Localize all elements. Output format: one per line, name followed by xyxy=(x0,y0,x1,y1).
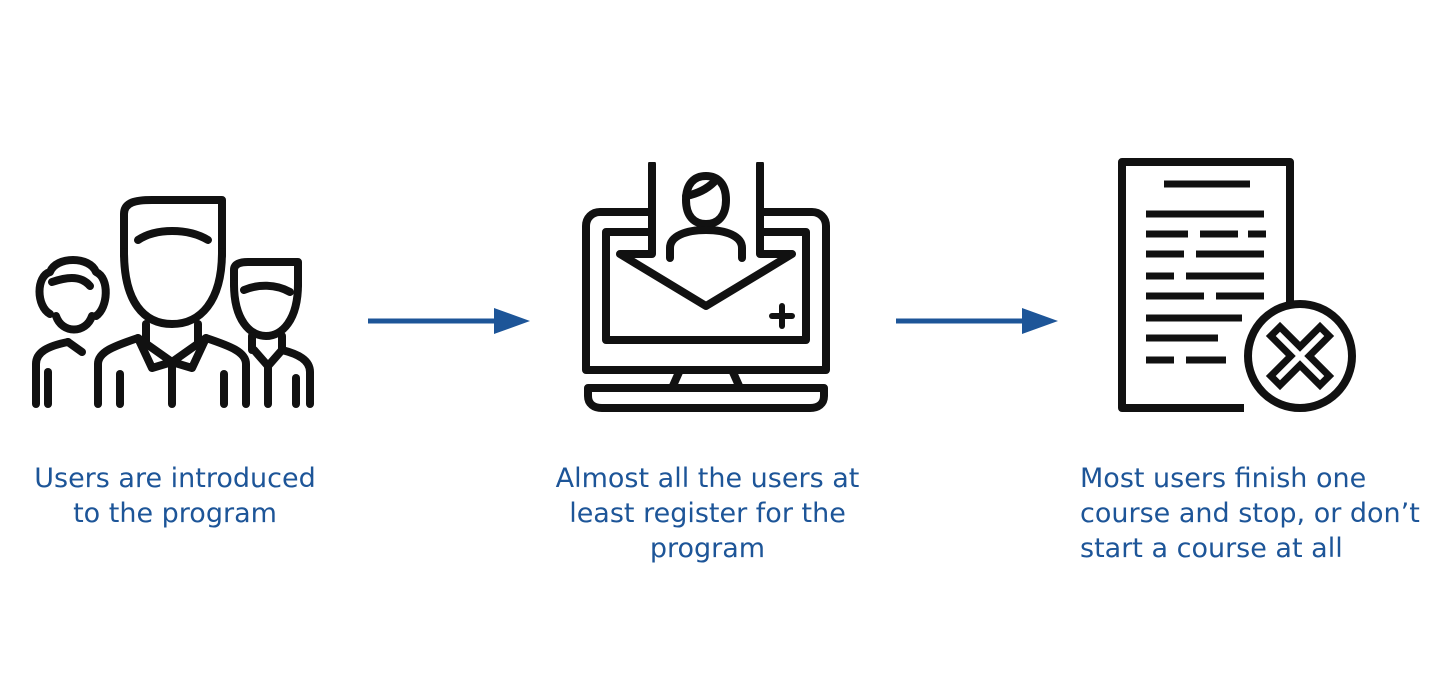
users-group-icon xyxy=(28,196,323,412)
step-2-caption: Almost all the users at least register f… xyxy=(555,463,860,564)
arrow-right-icon xyxy=(896,307,1060,340)
computer-register-icon xyxy=(582,162,830,412)
step-1-caption: Users are introduced to the program xyxy=(34,463,316,529)
step-3-caption: Most users finish one course and stop, o… xyxy=(1080,463,1420,564)
document-cancel-icon xyxy=(1114,156,1358,416)
arrow-right-icon xyxy=(368,307,532,340)
